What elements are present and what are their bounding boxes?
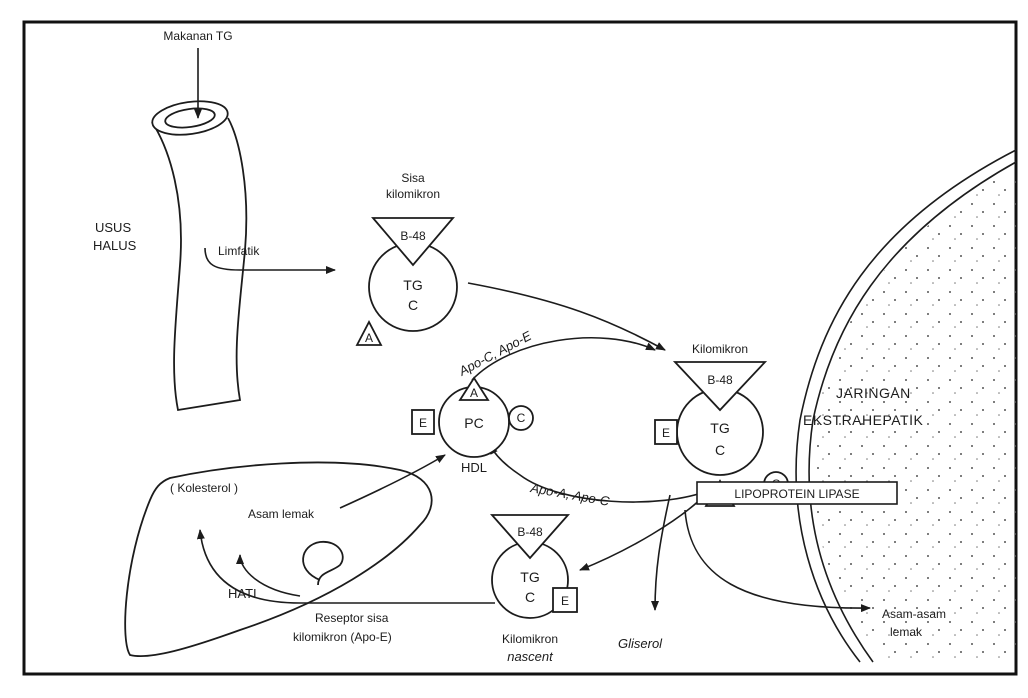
fatty-acid-arrow bbox=[684, 509, 871, 613]
chylomicron-c-label: C bbox=[715, 442, 725, 458]
chylomicron-particle: B-48 TG C E C A bbox=[654, 361, 789, 507]
nascent-title-line1: Kilomikron bbox=[502, 632, 558, 646]
intestine-label-line2: HALUS bbox=[93, 238, 137, 253]
remnant-to-chylomicron-arrow bbox=[467, 282, 666, 351]
hdl-particle: A PC E C bbox=[411, 376, 534, 458]
fatty-acids-label-line2: lemak bbox=[890, 625, 923, 639]
glycerol-arrow bbox=[651, 494, 671, 611]
hdl-apoc-label: C bbox=[517, 411, 526, 425]
nascent-chylomicron-particle: B-48 TG C E bbox=[490, 514, 578, 619]
fatty-acid-liver-arrow bbox=[236, 554, 301, 597]
food-tg-label: Makanan TG bbox=[163, 29, 232, 43]
remnant-c-label: C bbox=[408, 297, 418, 313]
tissue-label-line2: EKSTRAHEPATIK bbox=[803, 412, 924, 428]
glycerol-label: Gliserol bbox=[618, 636, 663, 651]
apo-ce-label: Apo-C, Apo-E bbox=[455, 328, 534, 379]
remnant-uptake-arrow bbox=[196, 529, 495, 604]
remnant-title-line2: kilomikron bbox=[386, 187, 440, 201]
cholesterol-label: ( Kolesterol ) bbox=[170, 481, 238, 495]
lipoprotein-lipase-box bbox=[696, 481, 898, 505]
nascent-apoe-label: E bbox=[561, 594, 569, 608]
lymph-arrow bbox=[204, 247, 336, 274]
liver-to-hdl-arrow bbox=[339, 454, 446, 509]
hdl-pc-label: PC bbox=[464, 415, 483, 431]
remnant-title-line1: Sisa bbox=[401, 171, 425, 185]
liver-label: HATI bbox=[228, 586, 257, 601]
receptor-label-line2: kilomikron (Apo-E) bbox=[293, 630, 392, 644]
hdl-apoa-label: A bbox=[470, 386, 478, 400]
remnant-apoa-label: A bbox=[365, 331, 373, 345]
remnant-apob48-label: B-48 bbox=[400, 229, 426, 243]
extrahepatic-tissue bbox=[795, 149, 1017, 663]
chylomicron-tg-label: TG bbox=[710, 420, 729, 436]
receptor-label-line1: Reseptor sisa bbox=[315, 611, 389, 625]
fatty-acid-liver-label: Asam lemak bbox=[248, 507, 315, 521]
tissue-label-line1: JARINGAN bbox=[836, 385, 911, 401]
chylomicron-title: Kilomikron bbox=[692, 342, 748, 356]
apo-ce-transfer-arrow bbox=[471, 336, 656, 381]
pathway-arrows bbox=[194, 48, 871, 613]
nascent-apob48-label: B-48 bbox=[517, 525, 543, 539]
nascent-c-label: C bbox=[525, 589, 535, 605]
chylomicron-to-nascent-arrow bbox=[579, 494, 706, 571]
chylomicron-apoe-label: E bbox=[662, 426, 670, 440]
intestine-label-line1: USUS bbox=[95, 220, 131, 235]
hdl-label: HDL bbox=[461, 460, 487, 475]
lipoprotein-lipase-label: LIPOPROTEIN LIPASE bbox=[734, 487, 859, 501]
nascent-title-line2: nascent bbox=[507, 649, 554, 664]
remnant-tg-label: TG bbox=[403, 277, 422, 293]
apo-ac-label: Apo-A, Apo-C bbox=[528, 480, 611, 509]
lymphatic-label: Limfatik bbox=[218, 244, 260, 258]
chylomicron-apob48-label: B-48 bbox=[707, 373, 733, 387]
nascent-tg-label: TG bbox=[520, 569, 539, 585]
small-intestine bbox=[151, 100, 248, 412]
remnant-particle: B-48 TG C A bbox=[355, 217, 458, 346]
receptor-shape bbox=[302, 541, 344, 586]
liver bbox=[124, 461, 433, 658]
hdl-apoe-label: E bbox=[419, 416, 427, 430]
fatty-acids-label-line1: Asam-asam bbox=[882, 607, 946, 621]
